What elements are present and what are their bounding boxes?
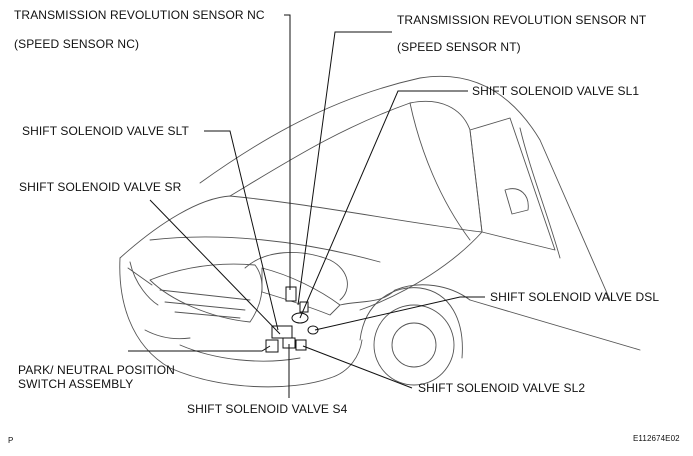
front-fender bbox=[339, 284, 471, 306]
front-wheel bbox=[373, 304, 455, 386]
solenoid-dsl-body bbox=[307, 325, 319, 335]
solenoid-cluster bbox=[271, 325, 293, 339]
footer-left-mark: P bbox=[8, 436, 14, 445]
leader-park bbox=[128, 345, 271, 352]
label-nc-line1: TRANSMISSION REVOLUTION SENSOR NC bbox=[14, 8, 265, 22]
leader-slt bbox=[204, 130, 279, 331]
side-mirror bbox=[504, 188, 529, 215]
hood-crease bbox=[149, 236, 381, 263]
a-pillar bbox=[409, 102, 471, 241]
label-slt: SHIFT SOLENOID VALVE SLT bbox=[22, 124, 189, 138]
label-sr: SHIFT SOLENOID VALVE SR bbox=[19, 180, 182, 194]
fog-lamp bbox=[144, 329, 191, 340]
windshield bbox=[229, 101, 483, 233]
label-sl2: SHIFT SOLENOID VALVE SL2 bbox=[418, 381, 586, 395]
headlamp-right bbox=[261, 267, 341, 316]
figure-id: E112674E02 bbox=[633, 434, 680, 443]
sensor-nc-body bbox=[285, 286, 297, 302]
label-nt-line2: (SPEED SENSOR NT) bbox=[397, 40, 521, 54]
label-dsl: SHIFT SOLENOID VALVE DSL bbox=[490, 290, 660, 304]
roof-outline bbox=[199, 75, 611, 301]
leader-sl2 bbox=[302, 345, 413, 389]
leader-sl1 bbox=[299, 90, 468, 319]
leader-dsl bbox=[314, 296, 485, 331]
solenoid-sl2-body bbox=[295, 339, 307, 351]
side-body bbox=[329, 299, 641, 379]
hood bbox=[119, 195, 483, 311]
park-switch-body bbox=[265, 339, 279, 353]
label-park-line1: PARK/ NEUTRAL POSITION bbox=[18, 363, 175, 377]
label-nt-line1: TRANSMISSION REVOLUTION SENSOR NT bbox=[397, 13, 647, 27]
side-window bbox=[469, 117, 556, 251]
engine-outline bbox=[244, 251, 348, 301]
grille bbox=[149, 263, 263, 323]
label-sl1: SHIFT SOLENOID VALVE SL1 bbox=[472, 84, 640, 98]
front-bumper bbox=[119, 257, 331, 388]
wheel-arch bbox=[359, 287, 463, 359]
sensor-nt-body bbox=[299, 301, 309, 313]
leader-nt bbox=[297, 31, 392, 306]
b-pillar bbox=[519, 127, 561, 259]
front-wheel-hub bbox=[391, 322, 437, 368]
label-nc-line2: (SPEED SENSOR NC) bbox=[14, 37, 140, 51]
grille-bars bbox=[159, 289, 251, 319]
leader-sr bbox=[149, 199, 281, 335]
label-s4: SHIFT SOLENOID VALVE S4 bbox=[187, 402, 348, 416]
leader-nc bbox=[284, 14, 291, 290]
lower-intake bbox=[179, 344, 301, 362]
label-park-line2: SWITCH ASSEMBLY bbox=[18, 377, 134, 391]
headlamp-left bbox=[127, 261, 159, 306]
